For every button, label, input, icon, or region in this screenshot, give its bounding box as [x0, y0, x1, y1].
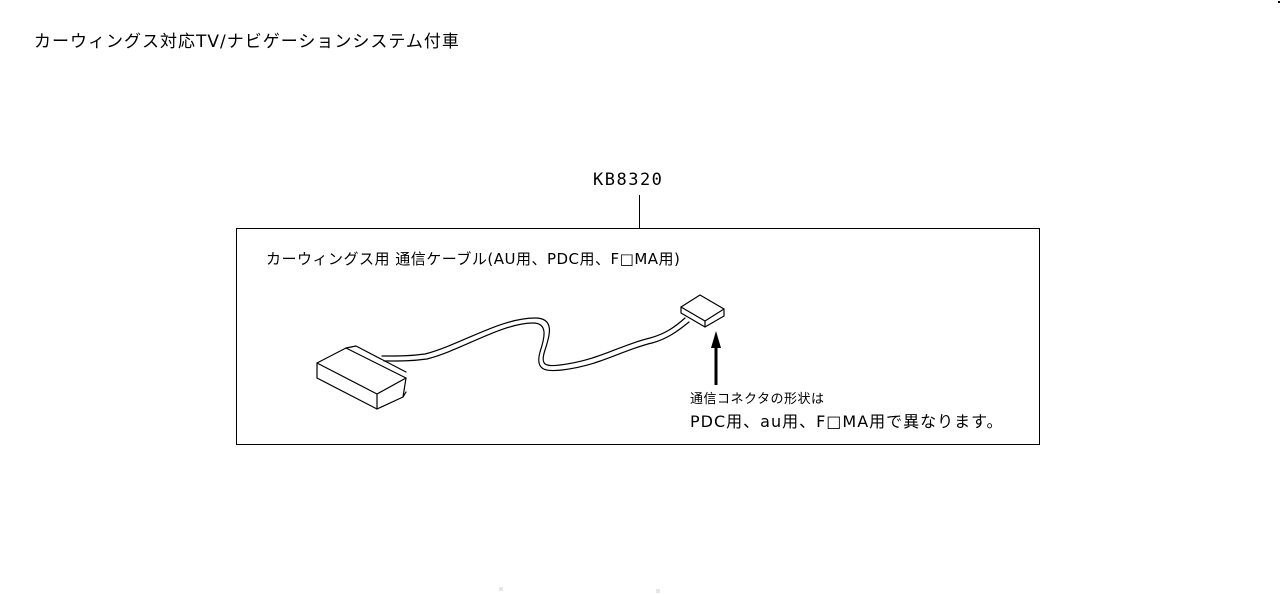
corner-mark: [1278, 1, 1280, 3]
part-number-label: KB8320: [593, 170, 664, 190]
note-line-2: PDC用、au用、F□MA用で異なります。: [690, 412, 1004, 431]
arrow-icon: [711, 331, 721, 385]
communication-connector-icon: [680, 294, 725, 328]
scan-artifact: [656, 589, 660, 593]
part-number-leader-line: [639, 195, 640, 229]
control-unit-box-icon: [316, 345, 407, 410]
scan-artifact: [499, 587, 503, 591]
part-frame: [236, 228, 1040, 445]
note-line-1: 通信コネクタの形状は: [690, 392, 825, 407]
page-title: カーウィングス対応TV/ナビゲーションシステム付車: [34, 32, 460, 52]
connector-note: 通信コネクタの形状は PDC用、au用、F□MA用で異なります。: [690, 388, 1004, 432]
item-description: カーウィングス用 通信ケーブル(AU用、PDC用、F□MA用): [266, 250, 681, 268]
cable-icon: [381, 317, 690, 372]
